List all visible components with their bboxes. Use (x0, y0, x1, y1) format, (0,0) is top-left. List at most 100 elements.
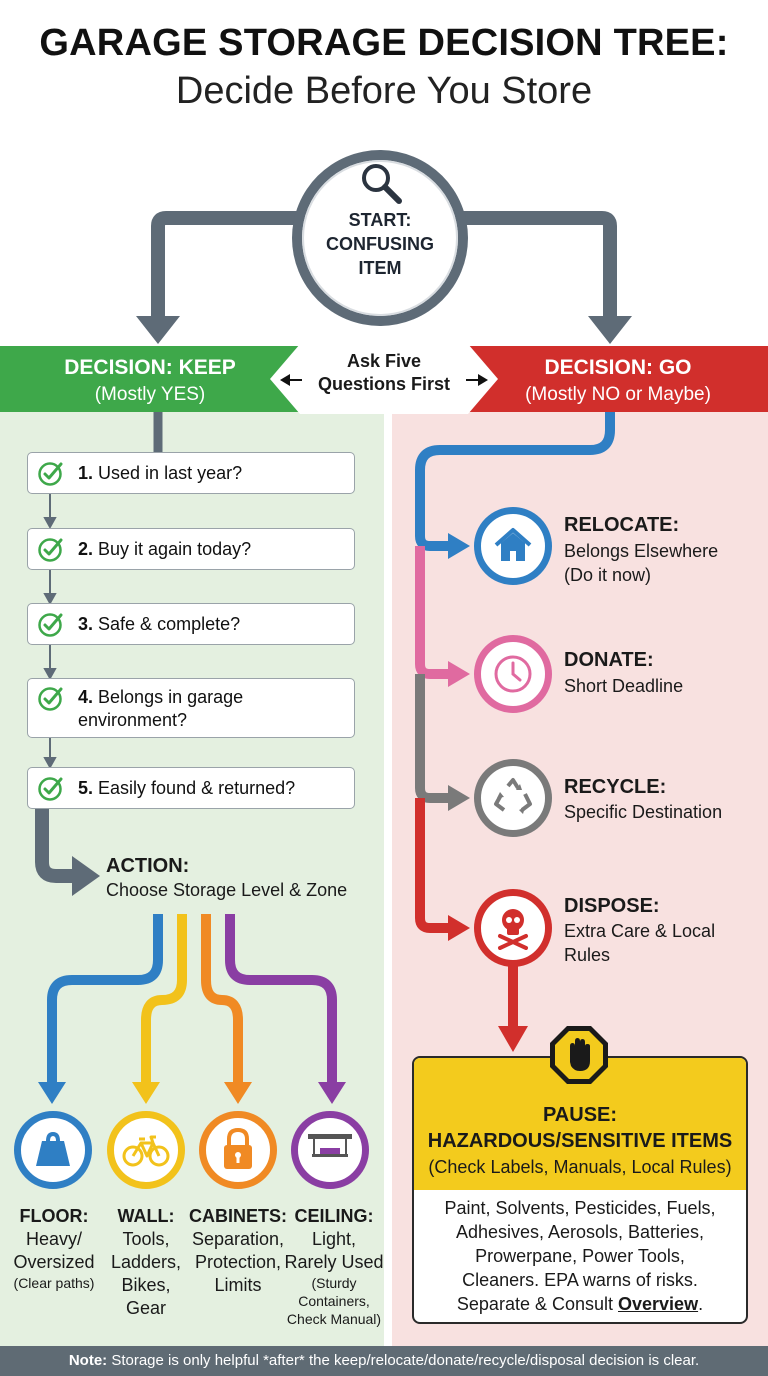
donate-line-1: Short Deadline (564, 676, 684, 696)
start-line-2: CONFUSING (326, 234, 434, 254)
relocate-line-2: (Do it now) (564, 565, 652, 585)
dispose-circle (474, 889, 552, 967)
pause-body-prefix: Separate & Consult (456, 1294, 619, 1314)
ceiling-label: CEILING: Light, Rarely Used (Sturdy Cont… (282, 1205, 386, 1328)
wall-line-1: Tools, (122, 1229, 170, 1249)
pause-body-line-2: Adhesives, Aerosols, Batteries, (455, 1222, 705, 1242)
donate-connector (415, 546, 452, 679)
start-line-3: ITEM (358, 258, 402, 278)
check-circle-icon (38, 613, 63, 637)
footer-note: Note: Storage is only helpful *after* th… (0, 1346, 768, 1376)
ceiling-note-1: (Sturdy (311, 1275, 357, 1291)
pause-body-line-3: Prowerpane, Power Tools, (475, 1246, 685, 1266)
check-circle-icon (38, 777, 63, 801)
pause-box (412, 1056, 748, 1324)
panel-divider (384, 346, 392, 1346)
pause-subtitle-2: (Check Labels, Manuals, Local Rules) (428, 1157, 732, 1177)
donate-detail: Short Deadline (564, 674, 683, 698)
wall-circle (107, 1111, 185, 1189)
ceiling-circle (291, 1111, 369, 1189)
wall-line-2: Ladders, (110, 1252, 182, 1272)
relocate-line-1: Belongs Elsewhere (564, 541, 719, 561)
question-box-3: 3. Safe & complete? (27, 603, 355, 645)
page-title: GARAGE STORAGE DECISION TREE: (39, 22, 729, 64)
keep-arrowhead (136, 316, 180, 344)
wall-line-3: Bikes, (121, 1275, 171, 1295)
go-arrowhead (588, 316, 632, 344)
question-text-5: 5. Easily found & returned? (78, 778, 296, 798)
ceiling-title: CEILING: (294, 1206, 374, 1226)
footer-label: Note: (68, 1352, 108, 1369)
bicycle-icon (122, 1135, 170, 1167)
question-arrows (43, 494, 57, 770)
weight-icon (36, 1131, 70, 1166)
magnifier-icon (362, 164, 402, 204)
ceiling-line-1: Light, (311, 1229, 357, 1249)
relocate-detail: Belongs Elsewhere (Do it now) (564, 539, 718, 587)
start-label: START: CONFUSING ITEM (302, 208, 458, 280)
keep-banner: DECISION: KEEP (Mostly YES) (0, 346, 300, 412)
overview-link[interactable]: Overview (618, 1294, 699, 1314)
padlock-icon (224, 1127, 252, 1169)
go-subtitle: (Mostly NO or Maybe) (525, 384, 711, 405)
donate-circle (474, 635, 552, 713)
cabinets-connector (201, 914, 243, 1086)
cabinets-line-2: Protection, (194, 1252, 282, 1272)
ceiling-note-2: Containers, (298, 1293, 370, 1309)
ask-label: Ask Five Questions First (300, 350, 468, 396)
recycle-line-1: Specific Destination (564, 802, 723, 822)
question-text-3: 3. Safe & complete? (78, 614, 241, 634)
recycle-connector (415, 674, 452, 803)
pause-body: Paint, Solvents, Pesticides, Fuels, Adhe… (414, 1196, 746, 1316)
start-node-inner (302, 160, 458, 316)
ask-line-2: Questions First (317, 374, 451, 394)
flow-connectors (35, 211, 632, 1104)
wall-title: WALL: (117, 1206, 175, 1226)
cabinets-title: CABINETS: (189, 1206, 287, 1226)
pause-body-line-1: Paint, Solvents, Pesticides, Fuels, (444, 1198, 716, 1218)
floor-note: (Clear paths) (13, 1275, 95, 1291)
wall-connector (141, 914, 187, 1086)
ceiling-connector (225, 914, 337, 1086)
check-circle-icon (38, 538, 63, 562)
dispose-line-1: Extra Care & Local (564, 921, 716, 941)
relocate-circle (474, 507, 552, 585)
ceiling-note-3: Check Manual) (286, 1311, 382, 1327)
keep-title: DECISION: KEEP (64, 356, 236, 379)
pause-body-line-4: Cleaners. EPA warns of risks. (462, 1270, 698, 1290)
question-box-2: 2. Buy it again today? (27, 528, 355, 570)
floor-line-2: Oversized (13, 1252, 95, 1272)
wall-line-4: Gear (125, 1298, 167, 1318)
question-text-2: 2. Buy it again today? (78, 539, 252, 559)
ceiling-rack-icon (308, 1134, 352, 1157)
floor-circle (14, 1111, 92, 1189)
floor-title: FLOOR: (19, 1206, 89, 1226)
relocate-connector (415, 412, 615, 551)
action-title: ACTION: (106, 855, 190, 877)
ask-double-arrow (270, 344, 498, 414)
skull-crossbones-icon (498, 909, 528, 950)
floor-label: FLOOR: Heavy/ Oversized (Clear paths) (0, 1205, 108, 1292)
dispose-detail: Extra Care & Local Rules (564, 919, 715, 967)
floor-line-1: Heavy/ (25, 1229, 83, 1249)
page-subtitle: Decide Before You Store (175, 70, 593, 112)
recycle-detail: Specific Destination (564, 800, 722, 824)
floor-connector (47, 914, 163, 1086)
cabinets-line-3: Limits (214, 1275, 262, 1295)
donate-title: DONATE: (564, 649, 654, 671)
ask-line-1: Ask Five (346, 351, 422, 371)
recycle-title: RECYCLE: (564, 776, 667, 798)
clock-icon (494, 655, 532, 693)
action-arrowhead (72, 856, 100, 896)
stop-hand-icon (550, 1026, 608, 1084)
go-title: DECISION: GO (544, 356, 692, 379)
pause-body-line-5: Separate & Consult Overview. (414, 1292, 746, 1316)
question-text-1: 1. Used in last year? (78, 463, 243, 483)
relocate-title: RELOCATE: (564, 514, 680, 536)
pause-title: PAUSE: (542, 1104, 618, 1126)
dispose-connector (415, 798, 452, 933)
to-action-connector (35, 808, 78, 883)
cabinets-label: CABINETS: Separation, Protection, Limits (186, 1205, 290, 1297)
cabinets-circle (199, 1111, 277, 1189)
